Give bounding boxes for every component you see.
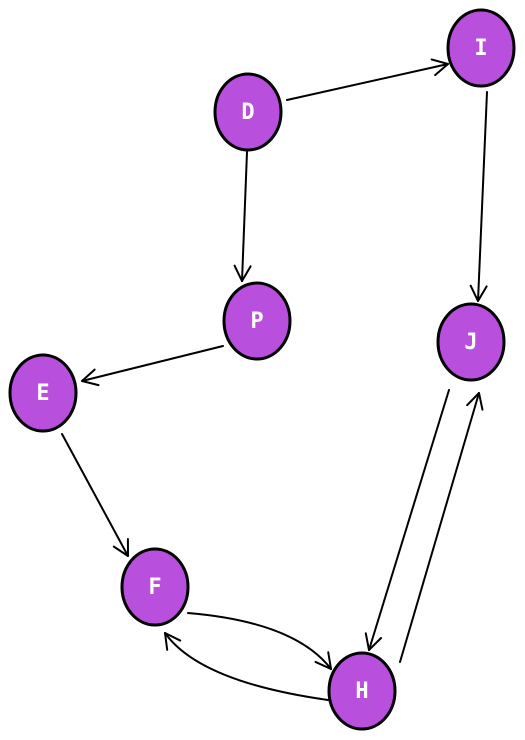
node-label: D (241, 100, 254, 125)
arrowhead-icon (314, 651, 332, 670)
node-circle (120, 547, 190, 627)
edge-j-to-h (364, 389, 450, 651)
arrowhead-icon (81, 368, 100, 387)
node-e: E (8, 353, 78, 433)
node-circle (446, 8, 516, 88)
edge-f-to-h (187, 612, 332, 670)
node-i: I (446, 8, 516, 88)
edge-d-to-i (286, 58, 449, 101)
node-p: P (222, 281, 292, 361)
edge-h-to-j (399, 392, 484, 663)
node-label: H (355, 679, 368, 704)
node-circle (222, 281, 292, 361)
node-circle (8, 353, 78, 433)
node-circle (213, 72, 283, 152)
node-label: E (36, 381, 49, 406)
arrowhead-icon (430, 58, 449, 77)
edge-d-to-p (233, 151, 252, 282)
edge-line (399, 392, 480, 663)
edge-line (477, 91, 488, 302)
edge-line (164, 632, 329, 701)
arrowhead-icon (112, 538, 129, 557)
arrowhead-icon (233, 264, 252, 282)
node-d: D (213, 72, 283, 152)
edge-line (368, 389, 450, 651)
edge-e-to-f (61, 433, 129, 557)
node-f: F (120, 547, 190, 627)
edge-h-to-f (164, 632, 329, 701)
node-label: I (474, 36, 487, 61)
node-h: H (327, 651, 397, 731)
nodes-layer: D I P J E F H (8, 8, 516, 731)
arrowhead-icon (466, 392, 484, 411)
edge-p-to-e (81, 345, 224, 387)
node-label: J (464, 330, 477, 355)
edge-line (61, 433, 129, 557)
node-circle (327, 651, 397, 731)
edge-line (241, 151, 248, 282)
edge-line (286, 63, 449, 101)
edge-i-to-j (469, 91, 488, 302)
edge-line (81, 345, 224, 382)
arrowhead-icon (164, 632, 182, 651)
arrowhead-icon (364, 632, 383, 651)
edge-line (187, 612, 332, 670)
node-j: J (436, 302, 506, 382)
node-label: F (148, 575, 161, 600)
node-label: P (250, 309, 263, 334)
node-circle (436, 302, 506, 382)
edges-layer (61, 58, 488, 701)
arrowhead-icon (469, 284, 488, 302)
